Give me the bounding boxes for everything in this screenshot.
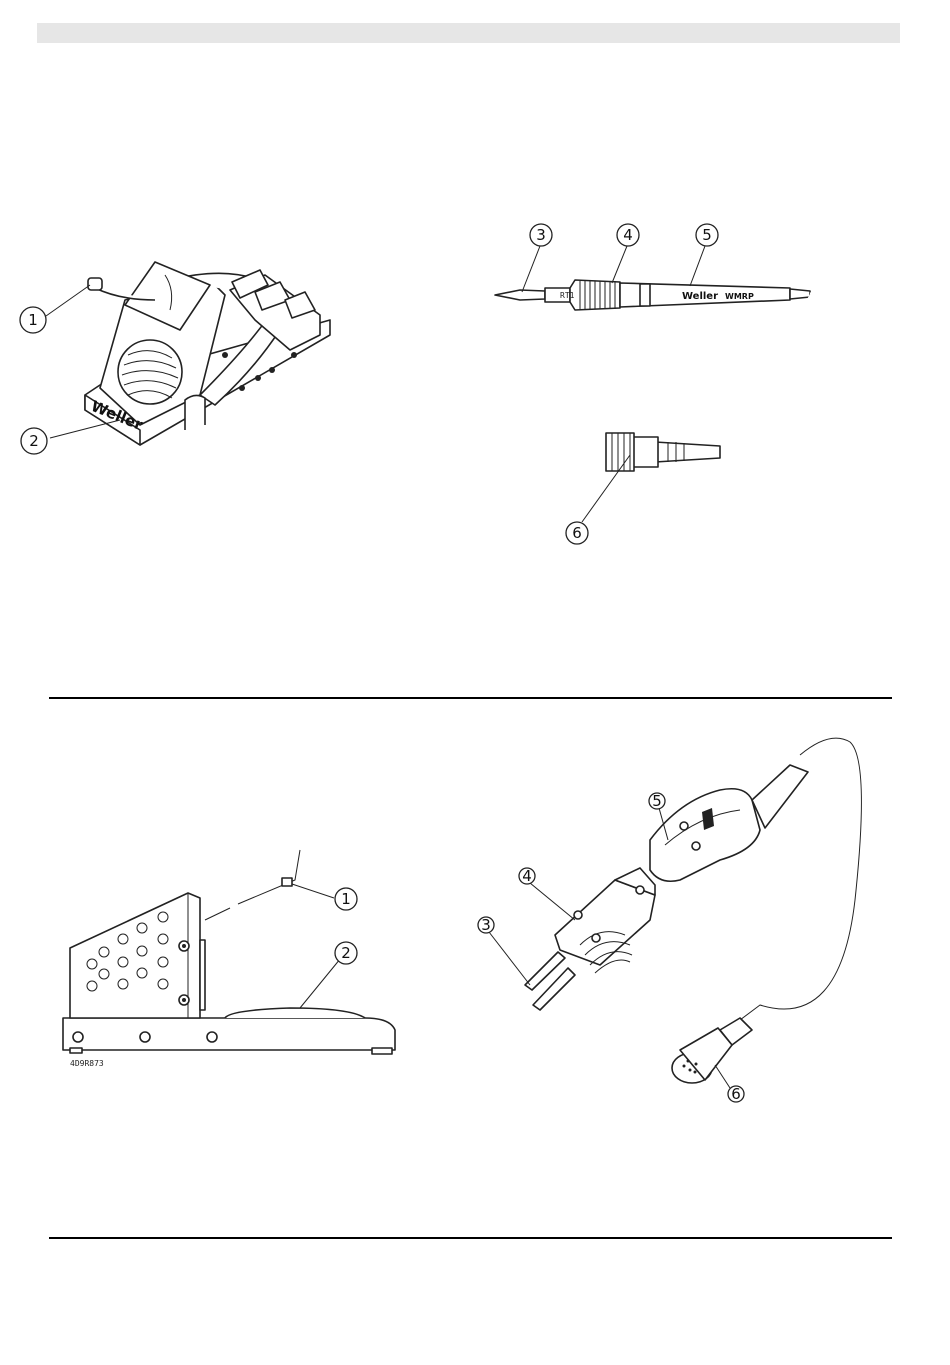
callout-stand-bottom-1: 1: [335, 888, 357, 910]
callout-iron-top-6: 6: [566, 522, 588, 544]
iron-model-label: WMRP: [725, 292, 754, 301]
callout-tweezer-bottom-5: 5: [649, 792, 665, 810]
svg-text:6: 6: [572, 524, 582, 542]
svg-text:1: 1: [28, 311, 38, 329]
iron-drawing-top: RT1 Weller WMRP: [495, 280, 889, 471]
svg-text:1: 1: [341, 890, 351, 908]
svg-text:4: 4: [623, 226, 633, 244]
svg-text:3: 3: [536, 226, 546, 244]
callout-tweezer-bottom-4: 4: [519, 867, 535, 885]
section-divider-1: [49, 697, 892, 699]
svg-text:4: 4: [522, 867, 532, 885]
callout-tweezer-bottom-6: 6: [728, 1085, 744, 1103]
iron-brand-logo: Weller: [682, 291, 718, 302]
svg-text:6: 6: [731, 1085, 741, 1103]
svg-text:5: 5: [702, 226, 712, 244]
callout-stand-top-2: 2: [21, 428, 47, 454]
svg-text:5: 5: [652, 792, 662, 810]
callout-stand-top-1: 1: [20, 307, 46, 333]
svg-text:2: 2: [341, 944, 351, 962]
callout-iron-top-5: 5: [696, 224, 718, 246]
stand-drawing-top: Weller: [85, 262, 330, 445]
callout-tweezer-bottom-3: 3: [478, 916, 494, 934]
section-divider-2: [49, 1237, 892, 1239]
callout-iron-top-4: 4: [617, 224, 639, 246]
drawing-code-label: 4D9R873: [70, 1059, 104, 1068]
callout-stand-bottom-2: 2: [335, 942, 357, 964]
svg-text:3: 3: [481, 916, 491, 934]
tweezer-drawing-bottom: [525, 738, 861, 1083]
tip-code-label: RT1: [560, 291, 575, 300]
callout-iron-top-3: 3: [530, 224, 552, 246]
svg-text:2: 2: [29, 432, 39, 450]
